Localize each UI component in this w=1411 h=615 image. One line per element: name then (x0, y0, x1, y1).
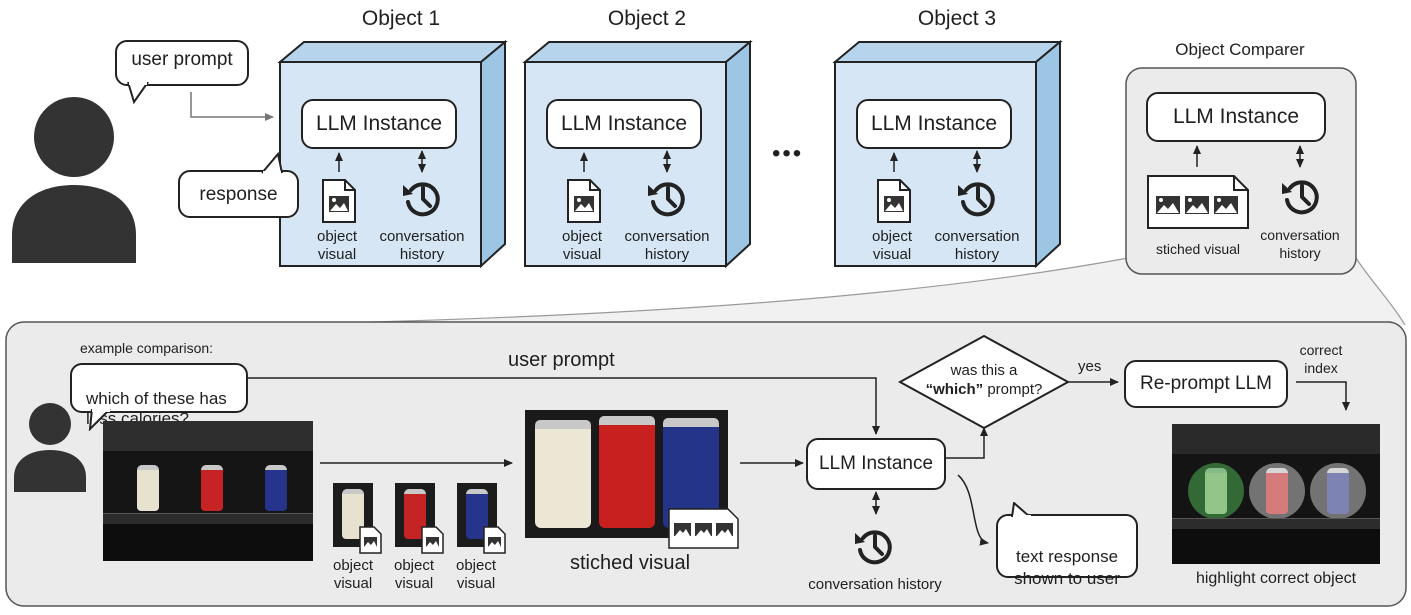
object-2-history-label: conversation history (624, 228, 710, 263)
stitched-image-icon (668, 508, 739, 549)
response-bubble: response (178, 170, 299, 218)
object-visual-label-3: object visual (455, 557, 497, 592)
bottom-llm-instance: LLM Instance (806, 438, 946, 490)
object-1-history-label: conversation history (379, 228, 465, 263)
object-comparer-llm-instance: LLM Instance (1146, 92, 1326, 142)
bubble-tail (88, 409, 111, 431)
object-2-llm-instance: LLM Instance (546, 99, 702, 149)
decision-line-2: “which” prompt? (910, 380, 1058, 399)
object-visual-label-2: object visual (393, 557, 435, 592)
bubble-tail (1011, 502, 1031, 518)
conversation-history-label: conversation history (808, 576, 942, 593)
bubble-tail (127, 82, 149, 104)
history-icon (648, 182, 685, 217)
decision-line-1: was this a (950, 362, 1018, 379)
object-1-llm-instance: LLM Instance (301, 99, 457, 149)
text-response-text: text response shown to user (1014, 547, 1120, 588)
object-2-visual-label: object visual (561, 228, 603, 263)
highlight-photo (1172, 424, 1380, 564)
person-icon (14, 403, 86, 492)
shelf-photo (103, 421, 313, 561)
response-text: response (199, 184, 278, 205)
history-icon (958, 182, 995, 217)
image-file-icon (322, 179, 356, 223)
user-prompt-bubble: user prompt (115, 40, 249, 86)
object-visual-label-1: object visual (332, 557, 374, 592)
decision-text: was this a “which” prompt? (910, 361, 1058, 399)
stitched-photo (525, 410, 728, 538)
question-bubble: which of these has less calories? (70, 363, 248, 428)
decision-which: “which” (925, 381, 984, 398)
correct-index-label: correct index (1299, 342, 1343, 376)
image-file-icon (359, 526, 382, 554)
history-icon (855, 530, 892, 565)
person-icon (12, 97, 136, 263)
cube-object-3 (832, 39, 1063, 269)
decision-prompt: prompt? (983, 381, 1043, 398)
object-3-history-label: conversation history (934, 228, 1020, 263)
object-comparer-history-label: conversation history (1260, 227, 1340, 261)
bottom-user-prompt-label: user prompt (508, 349, 615, 371)
image-file-icon (483, 526, 506, 554)
stitched-image-icon (1147, 175, 1249, 229)
object-2-title: Object 2 (607, 7, 687, 30)
image-file-icon (567, 179, 601, 223)
user-prompt-text: user prompt (131, 49, 233, 70)
reprompt-box: Re-prompt LLM (1124, 360, 1288, 408)
yes-label: yes (1078, 358, 1102, 375)
object-comparer-visual-label: stiched visual (1155, 241, 1241, 257)
object-crop-2 (395, 483, 435, 547)
cube-object-2 (522, 39, 753, 269)
decision-diamond (897, 334, 1071, 430)
ellipsis-icon: ••• (772, 140, 804, 167)
object-comparer-title: Object Comparer (1175, 40, 1305, 59)
highlight-label: highlight correct object (1195, 570, 1357, 587)
image-file-icon (877, 179, 911, 223)
object-3-llm-instance: LLM Instance (856, 99, 1012, 149)
object-3-title: Object 3 (917, 7, 997, 30)
text-response-bubble: text response shown to user (996, 514, 1138, 588)
zoom-funnel (250, 258, 1405, 325)
object-1-title: Object 1 (361, 7, 441, 30)
history-icon (403, 182, 440, 217)
image-file-icon (421, 526, 444, 554)
bubble-tail (261, 152, 283, 174)
example-comparison-label: example comparison: (80, 340, 214, 356)
history-icon (1282, 180, 1319, 215)
cube-object-1 (277, 39, 508, 269)
object-3-visual-label: object visual (871, 228, 913, 263)
object-1-visual-label: object visual (316, 228, 358, 263)
stitched-visual-label: stiched visual (569, 552, 691, 574)
